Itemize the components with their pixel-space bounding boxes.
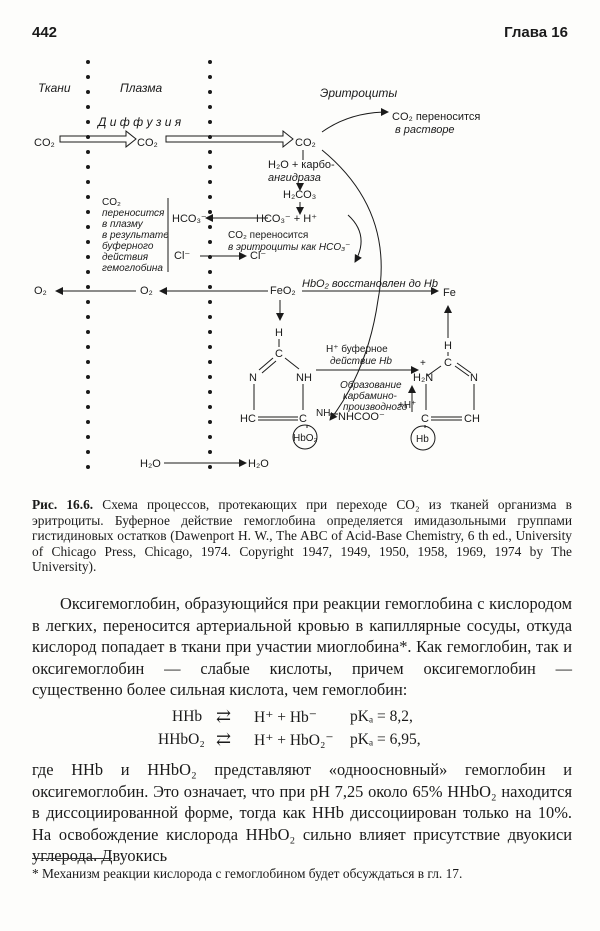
carbonic-anhydrase-1: H₂O + карбо- <box>268 159 335 171</box>
cl-rbc: Cl⁻ <box>250 250 266 262</box>
col-erythrocytes: Эритроциты <box>320 86 397 100</box>
carbamino-3: производного <box>343 402 408 413</box>
co2-solution-arrow <box>321 108 389 133</box>
co2-curve-arrow <box>321 149 382 421</box>
h-buffer-2: действие Hb <box>330 356 392 367</box>
figure-diagram: Ткани Плазма Эритроциты Д и ф ф у з и я … <box>34 60 480 484</box>
hbo2-circle <box>292 424 318 450</box>
svg-text:C: C <box>299 413 307 425</box>
co2-plasma: CO₂ <box>137 137 158 149</box>
svg-text:HC: HC <box>240 413 256 425</box>
paragraph-1: Оксигемоглобин, образующийся при реакции… <box>32 594 572 699</box>
svg-text:C: C <box>421 413 429 425</box>
carbamino-2: карбамино- <box>343 390 398 402</box>
hbo2-reduced-label: HbO₂ восстановлен до Hb <box>302 278 438 290</box>
cl-plasma: Cl⁻ <box>174 250 190 262</box>
diffusion-arrow-1 <box>59 129 137 149</box>
hco3-plasma: HCO₃⁻ <box>172 213 207 225</box>
footnote: * Механизм реакции кислорода с гемоглоби… <box>32 866 463 881</box>
svg-text:C: C <box>444 357 452 369</box>
co2-to-plasma-1: CO₂ <box>102 197 121 208</box>
chapter-title: Глава 16 <box>504 24 568 41</box>
equation-2-right: H⁺ + HbO₂⁻ <box>254 732 334 749</box>
co2-to-rbc-1: CO₂ переносится <box>228 230 308 241</box>
hbo2-circle-label: HbO₂ <box>293 433 318 444</box>
caption-text: Схема процессов, протекающих при переход… <box>32 497 572 575</box>
paragraph-2: где HHb и HHbO₂ представляют «одноосновн… <box>32 760 572 865</box>
svg-text:N: N <box>249 372 257 384</box>
svg-text:N: N <box>470 372 478 384</box>
caption-label: Рис. 16.6. <box>32 497 94 512</box>
hb-circle-label: Hb <box>416 434 429 445</box>
page-number: 442 <box>32 24 58 41</box>
footnote-rule <box>32 858 112 859</box>
col-tissues: Ткани <box>38 81 71 95</box>
co2-to-plasma-7: гемоглобина <box>102 262 163 274</box>
co2-to-plasma-5: буферного <box>102 240 154 252</box>
equation-1-right: H⁺ + Hb⁻ <box>254 709 317 726</box>
co2-to-rbc-2: в эритроциты как HCO₃⁻ <box>228 242 350 253</box>
h2o-left: H₂O <box>140 458 161 470</box>
equation-2-pk: pKₐ = 6,95, <box>350 731 421 748</box>
carbamino-1: Образование <box>340 379 402 391</box>
body-text-1: Оксигемоглобин, образующийся при реакции… <box>32 593 572 701</box>
co2-in-solution-1: CO₂ переносится <box>392 111 480 123</box>
svg-text:NHCOO⁻: NHCOO⁻ <box>338 411 385 423</box>
hco3-h-rbc: HCO₃⁻ + H⁺ <box>256 213 317 225</box>
co2-to-plasma-2: переносится <box>102 208 165 219</box>
equation-2-arrow: ⇄ <box>216 729 232 749</box>
co2-tissue: CO₂ <box>34 137 55 149</box>
body-text-2: где HHb и HHbO₂ представляют «одноосновн… <box>32 759 572 867</box>
diffusion-label: Д и ф ф у з и я <box>96 115 182 129</box>
hb-circle <box>410 425 436 451</box>
svg-text:H: H <box>275 327 283 339</box>
h2co3: H₂CO₃ <box>283 189 316 201</box>
h-plus: +H⁺ <box>398 400 416 411</box>
svg-text:NH: NH <box>296 372 312 384</box>
diffusion-arrow-2 <box>165 129 294 149</box>
svg-text:CH: CH <box>464 413 480 425</box>
h2o-right: H₂O <box>248 458 269 470</box>
figure-caption: Рис. 16.6. Схема процессов, протекающих … <box>32 497 572 575</box>
co2-to-plasma-4: в результате <box>102 230 169 241</box>
fe: Fe <box>443 287 456 299</box>
equation-1-pk: pKₐ = 8,2, <box>350 708 413 725</box>
svg-text:C: C <box>275 348 283 360</box>
equation-1-left: HHb <box>172 708 203 725</box>
svg-text:NH₂: NH₂ <box>316 408 334 419</box>
carbonic-anhydrase-2: ангидраза <box>268 172 321 184</box>
h-buffer-1: H⁺ буферное <box>326 343 388 355</box>
col-plasma: Плазма <box>120 81 163 95</box>
equation-2-left: HHbO₂ <box>158 731 205 748</box>
feo2: FeO₂ <box>270 285 296 297</box>
svg-text:H₂N: H₂N <box>413 372 433 384</box>
equation-1-arrow: ⇄ <box>216 706 232 726</box>
o2-plasma: O₂ <box>140 285 153 297</box>
co2-rbc: CO₂ <box>295 137 316 149</box>
svg-text:H: H <box>444 340 452 352</box>
co2-to-plasma-6: действия <box>102 252 149 263</box>
o2-tissue: O₂ <box>34 285 47 297</box>
co2-in-solution-2: в растворе <box>395 124 455 136</box>
co2-to-plasma-3: в плазму <box>102 219 144 230</box>
svg-text:+: + <box>420 358 426 369</box>
